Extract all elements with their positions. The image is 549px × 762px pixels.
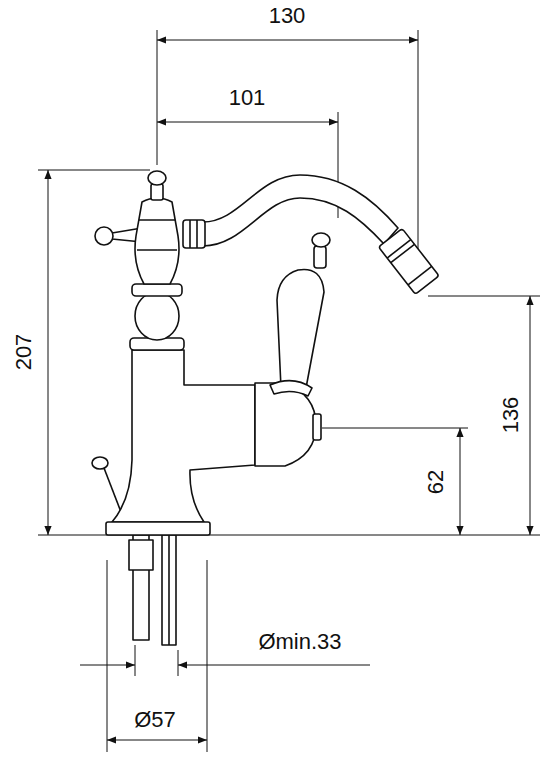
dimension-label: 62 [425, 468, 447, 496]
faucet-outline [92, 171, 439, 645]
dimension-label: 101 [227, 87, 268, 109]
dimension-label: Ømin.33 [256, 631, 343, 653]
dimension-label: 136 [500, 395, 522, 436]
dimension-label: 130 [267, 5, 308, 27]
dimension-label: Ø57 [132, 709, 178, 731]
dimension-label: 207 [13, 332, 35, 373]
extension-lines [38, 30, 540, 752]
dimension-lines [48, 40, 530, 740]
